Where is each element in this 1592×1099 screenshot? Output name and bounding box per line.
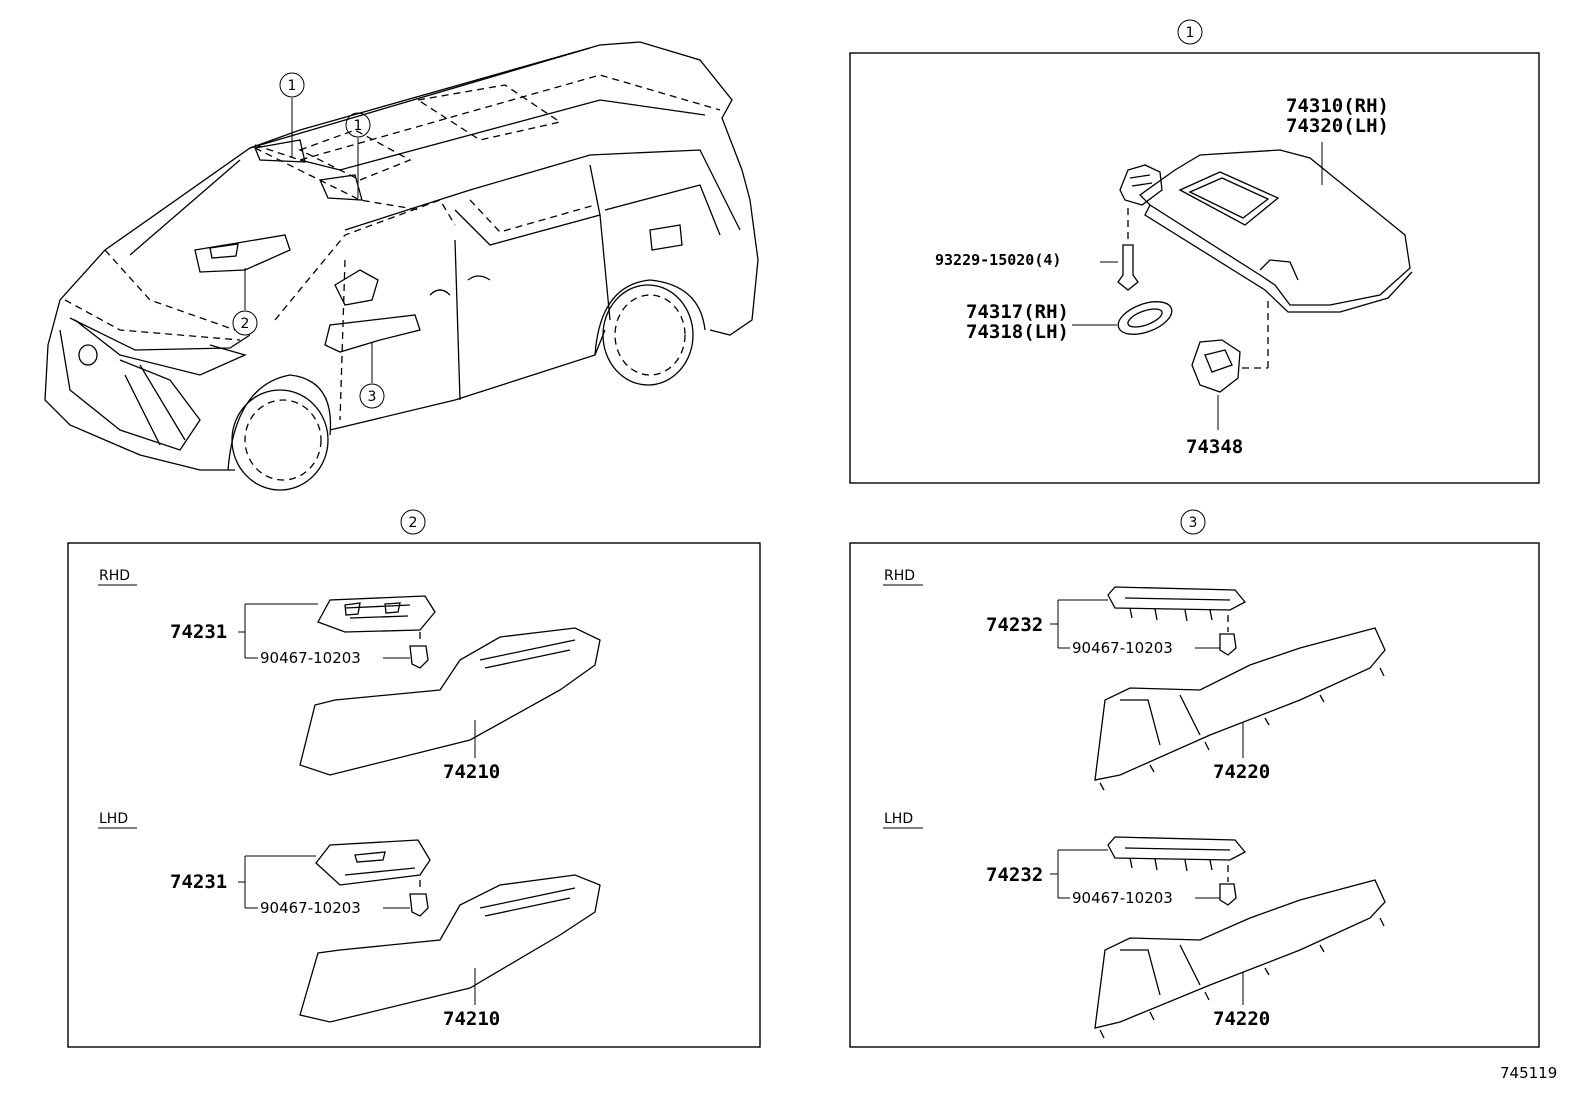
panel-3-rhd-part-74232: 74232 [986,614,1043,636]
panel-2-lhd-part-90467: 90467-10203 [260,899,361,917]
panel-3-rhd-part-90467: 90467-10203 [1072,639,1173,657]
panel-3-rhd-label: RHD [884,568,915,584]
panel-3-rhd-part-74220: 74220 [1213,761,1270,783]
panel-3-lhd-part-74232: 74232 [986,864,1043,886]
vehicle-callout-1a: 1 [288,78,297,94]
part-74317-rh: 74317(RH) [966,301,1069,323]
panel-2-rhd-part-74231: 74231 [170,621,227,643]
panel-1-callout: 1 [1186,25,1195,41]
panel-2-lhd-label: LHD [99,811,128,827]
part-74320-lh: 74320(LH) [1286,115,1389,137]
panel-3-lhd-part-90467: 90467-10203 [1072,889,1173,907]
panel-3-rear-armrest: 3 RHD 74232 90467-10203 74220 LHD [849,509,1540,1048]
panel-1-sun-visor: 1 74310(RH) 74320(LH) 93229-15020(4) 743… [849,19,1540,484]
vehicle-callout-1b: 1 [354,118,363,134]
illustration-code: 745119 [1500,1064,1557,1082]
panel-3-callout: 3 [1189,515,1198,531]
part-74318-lh: 74318(LH) [966,321,1069,343]
panel-3-lhd-label: LHD [884,811,913,827]
vehicle-callout-2: 2 [241,316,250,332]
panel-2-rhd-part-90467: 90467-10203 [260,649,361,667]
panel-2-rhd-label: RHD [99,568,130,584]
part-74348: 74348 [1186,436,1243,458]
panel-2-lhd-part-74210: 74210 [443,1008,500,1030]
panel-2-callout: 2 [409,515,418,531]
panel-3-lhd-part-74220: 74220 [1213,1008,1270,1030]
panel-2-front-armrest: 2 RHD 74231 90467-10203 74210 LHD [67,509,761,1048]
panel-2-lhd-part-74231: 74231 [170,871,227,893]
vehicle-illustration: 1 1 2 3 [44,41,759,491]
vehicle-callout-3: 3 [368,389,377,405]
part-93229-15020: 93229-15020(4) [935,251,1061,269]
panel-2-rhd-part-74210: 74210 [443,761,500,783]
part-74310-rh: 74310(RH) [1286,95,1389,117]
